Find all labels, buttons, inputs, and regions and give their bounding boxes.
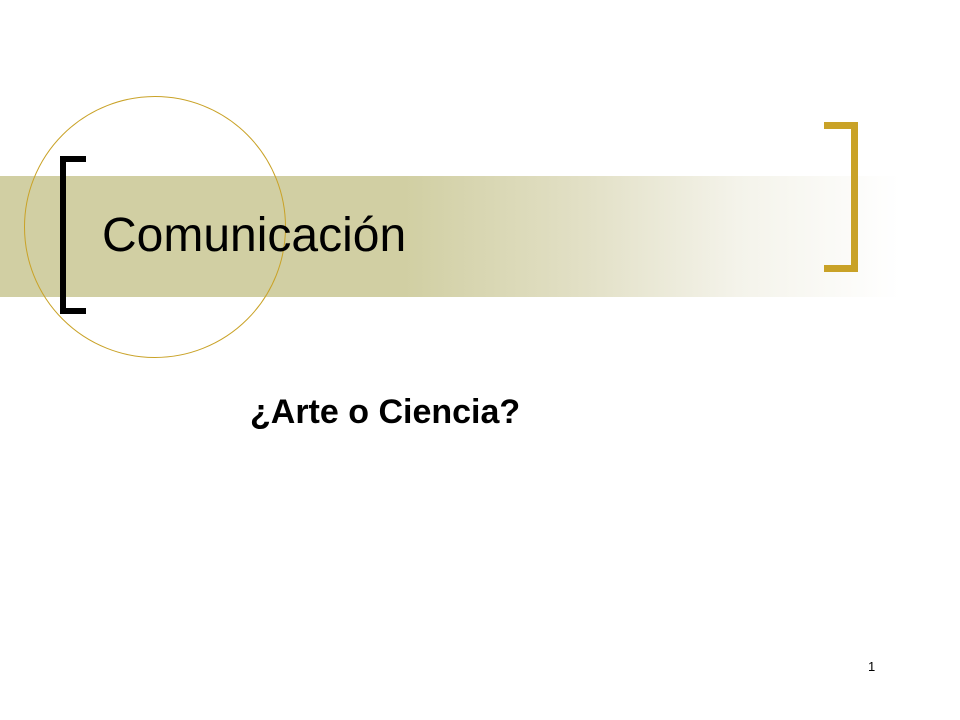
right-bracket-decoration — [824, 122, 858, 272]
left-bracket-decoration — [60, 156, 86, 314]
decorative-circle — [24, 96, 286, 358]
slide-title: Comunicación — [102, 209, 407, 262]
slide-subtitle: ¿Arte o Ciencia? — [250, 393, 521, 431]
page-number: 1 — [868, 659, 876, 674]
